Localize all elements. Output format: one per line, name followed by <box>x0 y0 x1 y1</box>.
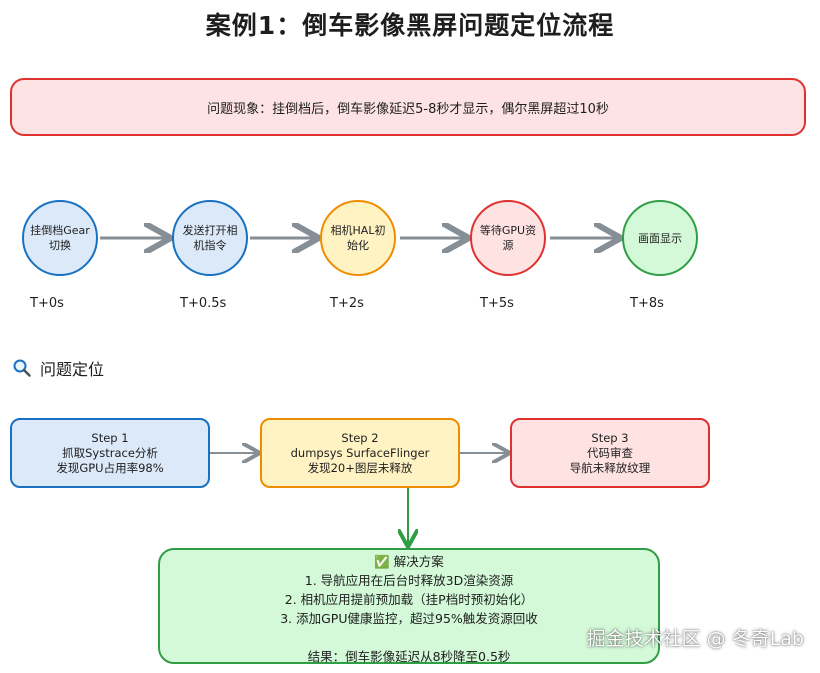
solution-box: ✅ 解决方案 1. 导航应用在后台时释放3D渲染资源 2. 相机应用提前预加载（… <box>158 548 660 664</box>
problem-text: 问题现象：挂倒档后，倒车影像延迟5-8秒才显示，偶尔黑屏超过10秒 <box>207 101 609 117</box>
step-line: 抓取Systrace分析 <box>62 445 158 460</box>
timeline-node-4: 等待GPU资源 <box>470 200 546 276</box>
timeline-node-2: 发送打开相机指令 <box>172 200 248 276</box>
watermark: 掘金技术社区 @ 冬奇Lab <box>586 628 804 650</box>
step-line: 代码审查 <box>587 445 633 460</box>
timeline-node-label: 画面显示 <box>638 231 682 245</box>
step-title: Step 1 <box>91 430 129 445</box>
step-box-2: Step 2 dumpsys SurfaceFlinger 发现20+图层未释放 <box>260 418 460 488</box>
step-box-1: Step 1 抓取Systrace分析 发现GPU占用率98% <box>10 418 210 488</box>
step-title: Step 3 <box>591 430 629 445</box>
timeline-time-2: T+0.5s <box>180 296 227 311</box>
magnifier-icon <box>13 359 31 377</box>
section-header: 问题定位 <box>12 356 104 380</box>
problem-box: 问题现象：挂倒档后，倒车影像延迟5-8秒才显示，偶尔黑屏超过10秒 <box>10 78 806 136</box>
timeline-time-3: T+2s <box>330 296 364 311</box>
timeline-time-4: T+5s <box>480 296 514 311</box>
solution-item: 2. 相机应用提前预加载（挂P档时预初始化） <box>284 592 534 607</box>
solution-result: 结果：倒车影像延迟从8秒降至0.5秒 <box>307 649 511 664</box>
timeline-node-label: 发送打开相机指令 <box>182 224 238 252</box>
timeline-node-5: 画面显示 <box>622 200 698 276</box>
step-line: 发现20+图层未释放 <box>307 460 413 475</box>
page-title: 案例1：倒车影像黑屏问题定位流程 <box>205 11 615 40</box>
step-line: 导航未释放纹理 <box>569 460 651 475</box>
step-title: Step 2 <box>341 430 379 445</box>
step-box-3: Step 3 代码审查 导航未释放纹理 <box>510 418 710 488</box>
timeline-node-3: 相机HAL初始化 <box>320 200 396 276</box>
timeline-node-label: 挂倒档Gear切换 <box>30 224 90 252</box>
timeline-time-5: T+8s <box>630 296 664 311</box>
timeline-time-1: T+0s <box>30 296 64 311</box>
step-line: 发现GPU占用率98% <box>56 460 164 475</box>
section-title: 问题定位 <box>40 360 105 379</box>
step-line: dumpsys SurfaceFlinger <box>290 445 430 460</box>
solution-item: 3. 添加GPU健康监控，超过95%触发资源回收 <box>280 611 538 626</box>
timeline-node-label: 等待GPU资源 <box>479 224 537 252</box>
solution-item: 1. 导航应用在后台时释放3D渲染资源 <box>304 573 514 588</box>
timeline-node-label: 相机HAL初始化 <box>330 224 386 252</box>
timeline-node-1: 挂倒档Gear切换 <box>22 200 98 276</box>
solution-heading: ✅ 解决方案 <box>374 554 444 569</box>
